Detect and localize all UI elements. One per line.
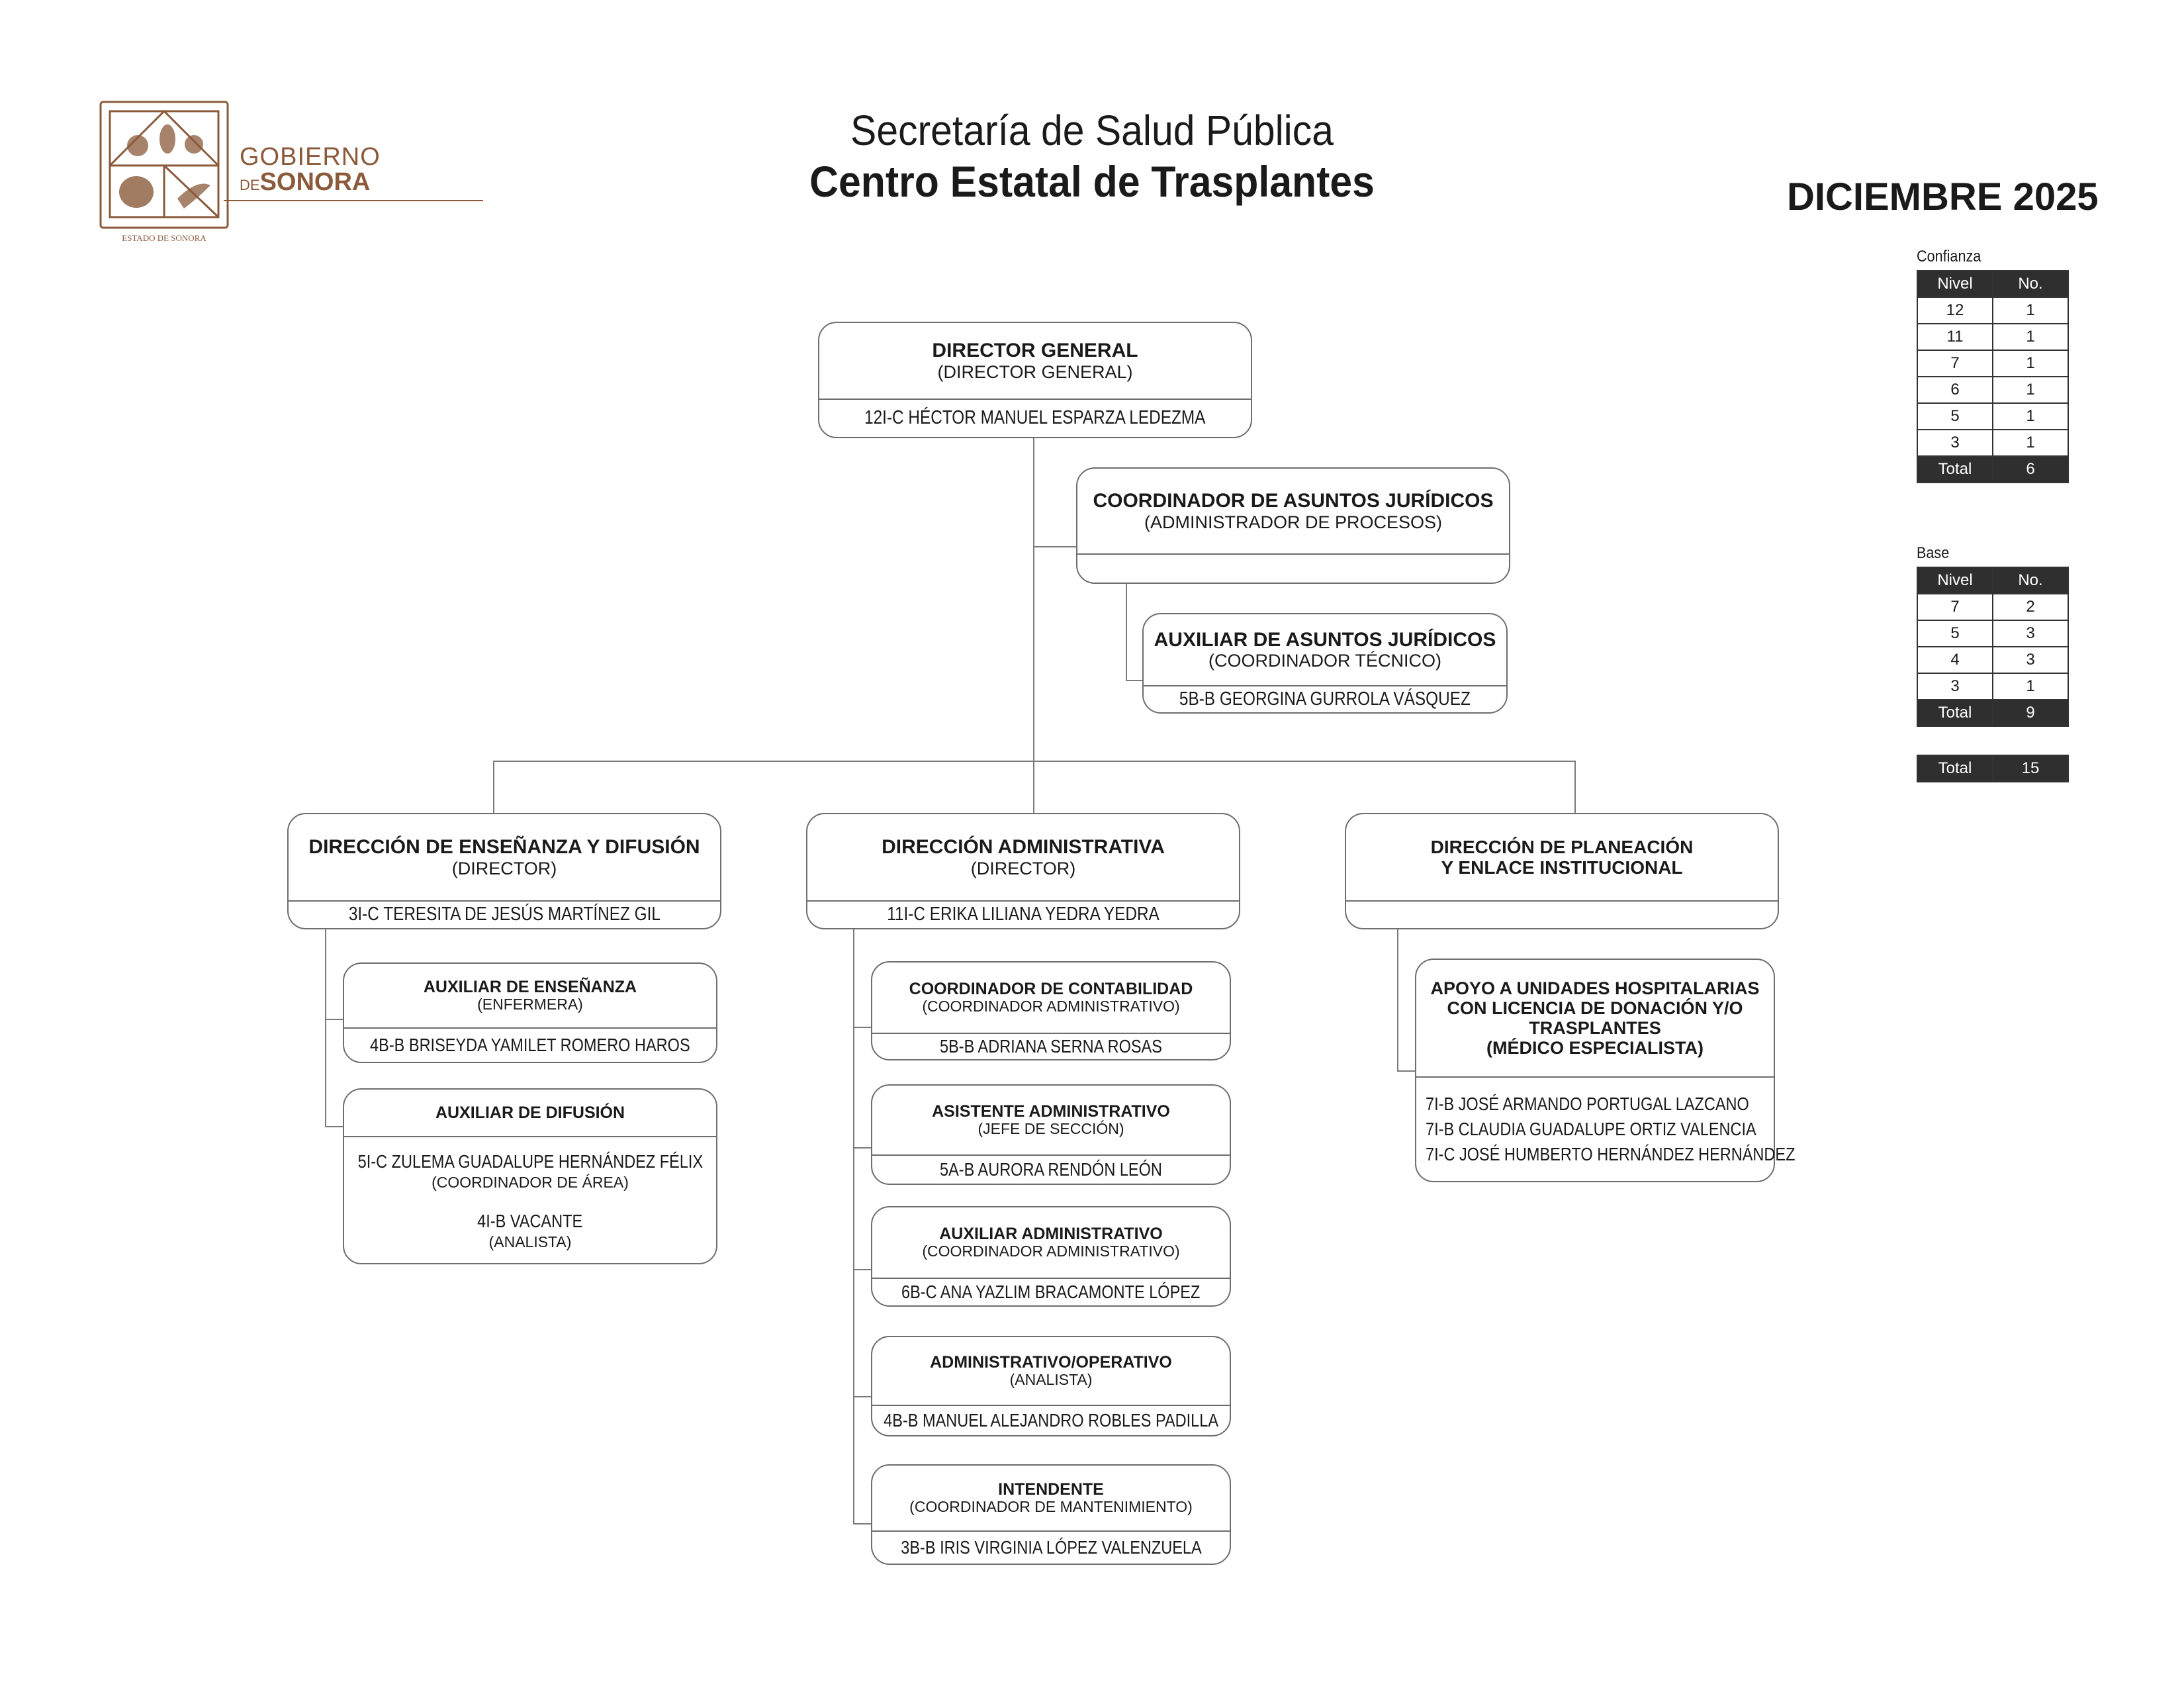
node-administrativo-operativo: ADMINISTRATIVO/OPERATIVO (ANALISTA) 4B-B…: [871, 1336, 1231, 1436]
node-auxiliar-asuntos-juridicos: AUXILIAR DE ASUNTOS JURÍDICOS (COORDINAD…: [1142, 613, 1508, 714]
holder-name: 5B-B GEORGINA GURROLA VÁSQUEZ: [1179, 688, 1471, 710]
holder-name: 4B-B MANUEL ALEJANDRO ROBLES PADILLA: [884, 1410, 1218, 1431]
page-subtitle: Centro Estatal de Trasplantes: [809, 157, 1375, 206]
period-label: DICIEMBRE 2025: [1787, 175, 2099, 218]
holder-name: 5I-C ZULEMA GUADALUPE HERNÁNDEZ FÉLIX: [357, 1151, 703, 1172]
node-auxiliar-ensenanza: AUXILIAR DE ENSEÑANZA (ENFERMERA) 4B-B B…: [343, 962, 717, 1063]
node-director-general: DIRECTOR GENERAL (DIRECTOR GENERAL) 12I-…: [818, 322, 1252, 438]
node-auxiliar-difusion: AUXILIAR DE DIFUSIÓN 5I-C ZULEMA GUADALU…: [343, 1088, 717, 1264]
holder-name: 4B-B BRISEYDA YAMILET ROMERO HAROS: [370, 1035, 690, 1056]
node-apoyo-unidades-hospitalarias: APOYO A UNIDADES HOSPITALARIAS CON LICEN…: [1415, 959, 1795, 1182]
holder-name: 11I-C ERIKA LILIANA YEDRA YEDRA: [887, 904, 1160, 925]
holder-name: 6B-C ANA YAZLIM BRACAMONTE LÓPEZ: [901, 1282, 1201, 1303]
logo-gobierno-text: GOBIERNO: [240, 143, 381, 171]
logo-rule: [224, 200, 483, 201]
connector-aux-juridicos: [1126, 584, 1146, 681]
node-coordinador-asuntos-juridicos: COORDINADOR DE ASUNTOS JURÍDICOS (ADMINI…: [1076, 467, 1510, 584]
svg-text:ESTADO DE SONORA: ESTADO DE SONORA: [122, 233, 206, 243]
holder-name: 7I-B CLAUDIA GUADALUPE ORTIZ VALENCIA: [1426, 1119, 1756, 1140]
gobierno-sonora-logo: ESTADO DE SONORA GOBIERNO DESONORA: [98, 99, 483, 248]
holder-name: 5A-B AURORA RENDÓN LEÓN: [940, 1159, 1162, 1180]
state-crest-icon: ESTADO DE SONORA: [99, 101, 229, 243]
logo-sonora-text: DESONORA: [240, 168, 371, 196]
table-caption: Base: [1917, 544, 1950, 562]
node-direccion-ensenanza-difusion: DIRECCIÓN DE ENSEÑANZA Y DIFUSIÓN (DIREC…: [287, 813, 721, 929]
holder-name: 7I-C JOSÉ HUMBERTO HERNÁNDEZ HERNÁNDEZ: [1426, 1143, 1796, 1164]
node-direccion-planeacion: DIRECCIÓN DE PLANEACIÓN Y ENLACE INSTITU…: [1345, 813, 1779, 929]
page-title: Secretaría de Salud Pública: [850, 107, 1334, 154]
holder-name: 5B-B ADRIANA SERNA ROSAS: [940, 1036, 1162, 1057]
node-intendente: INTENDENTE (COORDINADOR DE MANTENIMIENTO…: [871, 1464, 1231, 1565]
holder-name: 7I-B JOSÉ ARMANDO PORTUGAL LAZCANO: [1426, 1094, 1749, 1115]
connector-apoyo-hospitales: [1397, 929, 1418, 1072]
node-auxiliar-administrativo: AUXILIAR ADMINISTRATIVO (COORDINADOR ADM…: [871, 1206, 1231, 1307]
holder-name: 4I-B VACANTE: [477, 1211, 583, 1231]
holder-name: 3I-C TERESITA DE JESÚS MARTÍNEZ GIL: [348, 904, 660, 925]
node-coordinador-contabilidad: COORDINADOR DE CONTABILIDAD (COORDINADOR…: [871, 961, 1231, 1060]
connector-ensenanza-children: [325, 929, 344, 1127]
node-direccion-administrativa: DIRECCIÓN ADMINISTRATIVA (DIRECTOR) 11I-…: [806, 813, 1240, 929]
table-caption: Confianza: [1917, 248, 1981, 265]
connector-admin-children: [853, 929, 874, 1524]
holder-name: 3B-B IRIS VIRGINIA LÓPEZ VALENZUELA: [900, 1537, 1202, 1558]
holder-name: 12I-C HÉCTOR MANUEL ESPARZA LEDEZMA: [864, 407, 1206, 429]
node-asistente-administrativo: ASISTENTE ADMINISTRATIVO (JEFE DE SECCIÓ…: [871, 1084, 1231, 1185]
